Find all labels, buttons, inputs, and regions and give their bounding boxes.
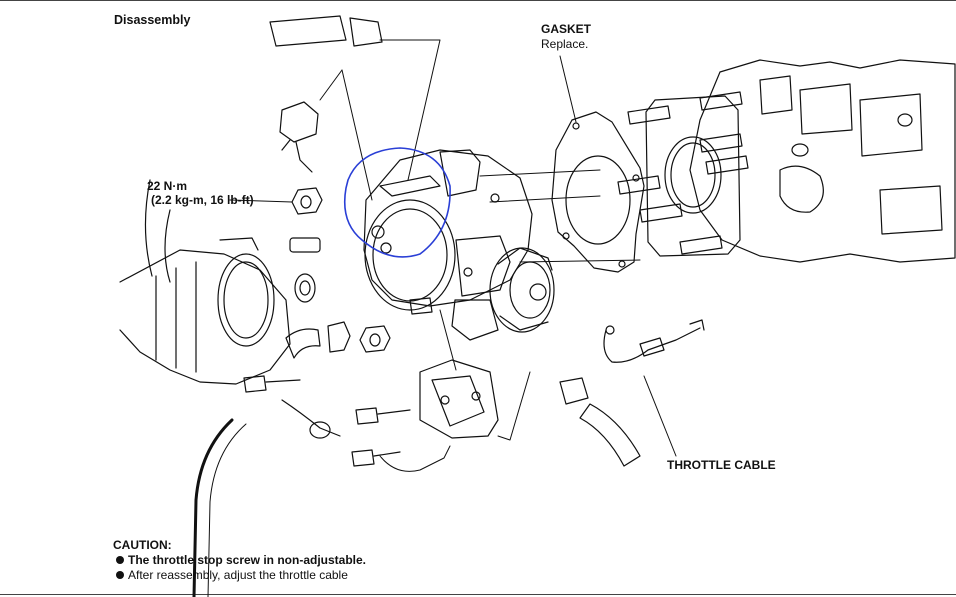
air-intake-boot: [119, 179, 291, 385]
mounting-bracket: [419, 359, 499, 439]
top-border: [0, 0, 956, 1]
bullet-icon: [116, 556, 124, 564]
caution-block: CAUTION: The throttle stop screw in non-…: [113, 538, 366, 583]
sensor-wire: [379, 445, 451, 472]
bottom-border: [0, 594, 956, 595]
caution-item-text: The throttle stop screw in non-adjustabl…: [128, 553, 367, 567]
leader-lines: [229, 39, 677, 457]
throttle-cable-label: THROTTLE CABLE: [667, 458, 776, 472]
section-title: Disassembly: [114, 13, 191, 27]
gasket: [551, 111, 645, 273]
gasket-label: GASKET: [541, 22, 592, 36]
throttle-cable: [192, 319, 705, 597]
caution-item: The throttle stop screw in non-adjustabl…: [113, 553, 366, 568]
vacuum-hoses: [269, 15, 641, 467]
caution-list: The throttle stop screw in non-adjustabl…: [113, 553, 366, 583]
gasket-leader-line: [559, 55, 577, 123]
caution-title: CAUTION:: [113, 538, 172, 552]
annotation-circle: [343, 147, 451, 258]
caution-item: After reassembly, adjust the throttle ca…: [113, 568, 366, 583]
gasket-note: Replace.: [541, 37, 589, 51]
torque-spec-line2: (2.2 kg-m, 16 lb-ft): [151, 193, 254, 207]
torque-spec-line1: 22 N·m: [147, 179, 188, 193]
intake-manifold: [689, 59, 956, 263]
caution-item-text: After reassembly, adjust the throttle ca…: [128, 568, 348, 582]
manifold-flange: [617, 91, 749, 257]
bolts: [243, 297, 433, 467]
bullet-icon: [116, 571, 124, 579]
sensor-connector: [279, 101, 319, 173]
